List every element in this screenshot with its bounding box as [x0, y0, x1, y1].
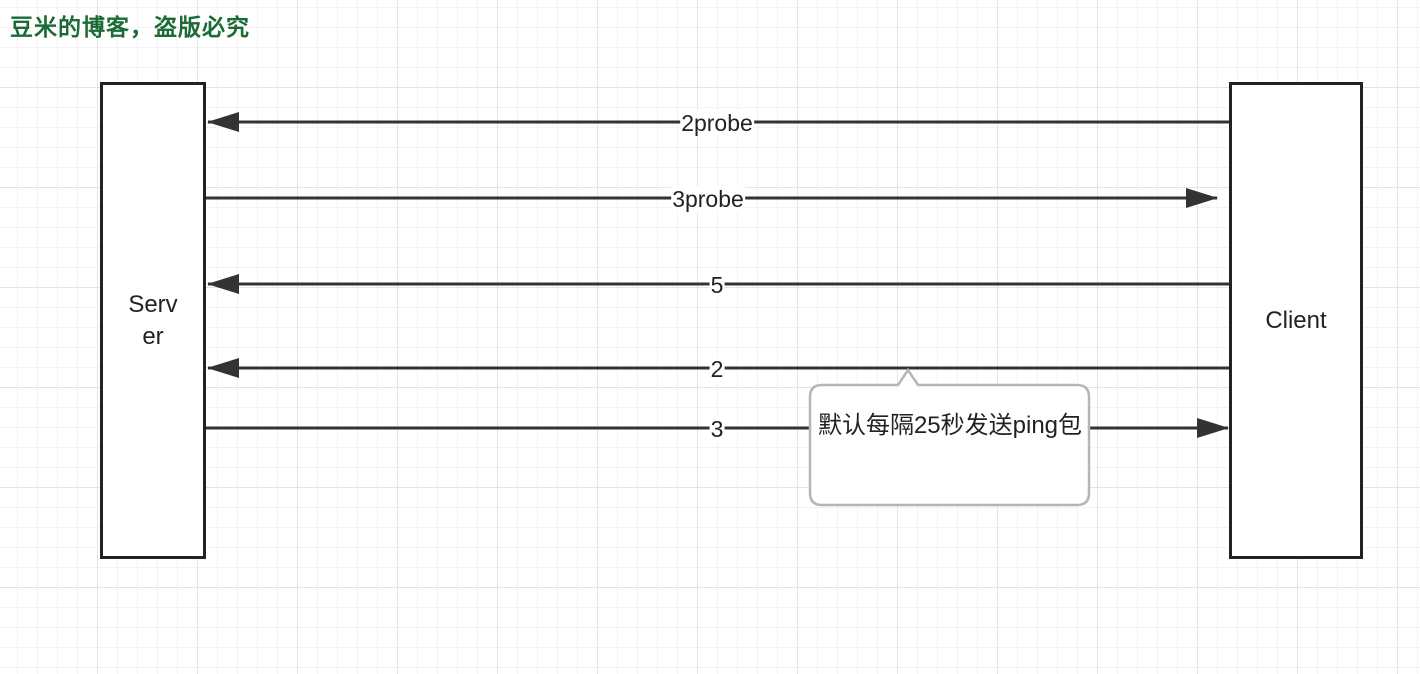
- message-label-2: 2: [709, 356, 725, 382]
- message-label-2probe: 2probe: [680, 110, 754, 136]
- message-label-5: 5: [709, 272, 725, 298]
- message-label-3probe: 3probe: [671, 186, 745, 212]
- server-lifeline: Server: [100, 82, 206, 559]
- watermark-text: 豆米的博客，盗版必究: [10, 14, 250, 41]
- callout-text: 默认每隔25秒发送ping包: [817, 412, 1083, 439]
- client-label: Client: [1265, 306, 1327, 334]
- server-label: Server: [128, 290, 178, 350]
- callout-bubble: [808, 367, 1091, 507]
- message-label-3: 3: [709, 416, 725, 442]
- client-lifeline: Client: [1229, 82, 1363, 559]
